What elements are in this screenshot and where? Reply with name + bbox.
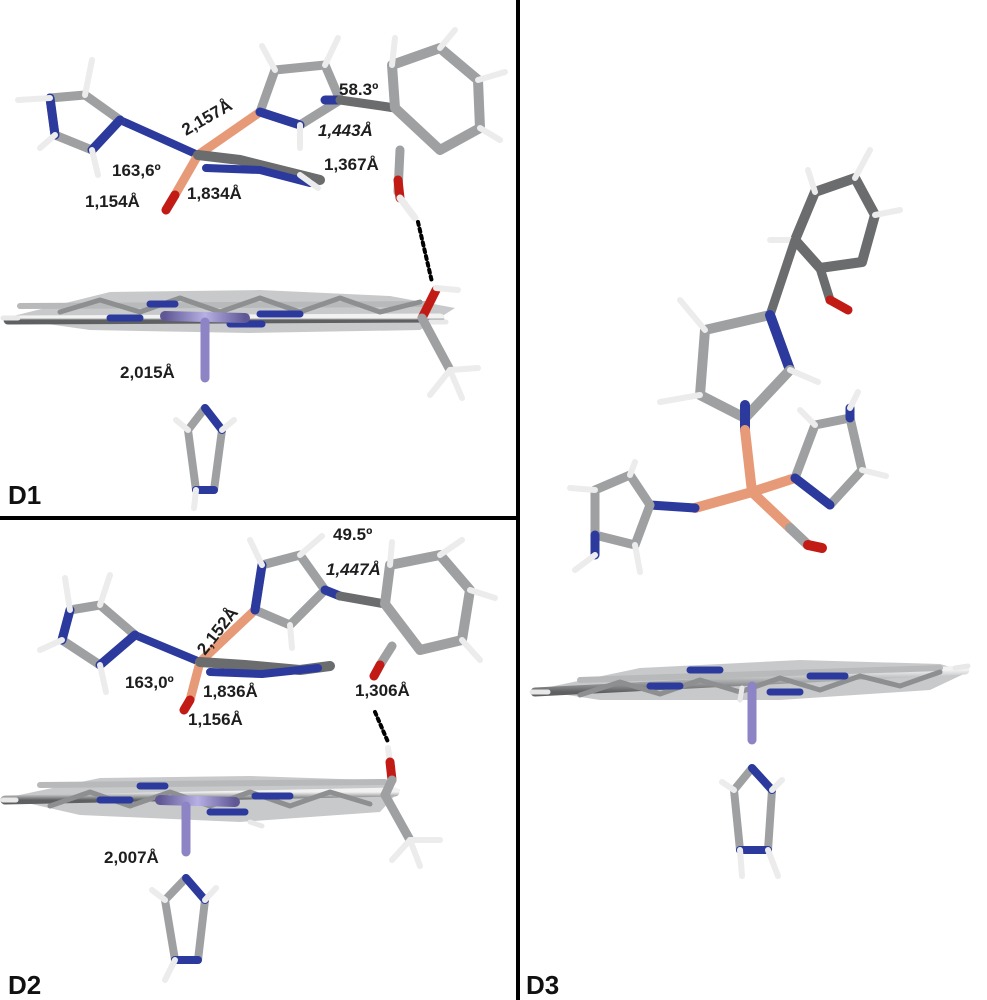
- label-fe-n-distance-d2: 2,007Å: [104, 848, 159, 867]
- hydroxyethyl-d2: [380, 745, 443, 869]
- porphyrin-plane-d3: [529, 660, 971, 703]
- porphyrin-plane-d1: [0, 290, 455, 333]
- label-cu-c-o-angle-d1: 163,6º: [112, 161, 161, 180]
- label-cu-c-o-angle-d2: 163,0º: [125, 673, 174, 692]
- label-dihedral-angle-d1: 58.3º: [339, 80, 378, 99]
- copper-complex-d2: [37, 533, 498, 744]
- label-n-c-distance-d2: 1,447Å: [326, 560, 381, 579]
- panel-d1: 2,157Å 58.3º 1,443Å 1,367Å 163,6º 1,154Å…: [0, 27, 508, 511]
- label-c-o-bond-d2: 1,156Å: [188, 710, 243, 729]
- panel-d3: D3: [526, 147, 971, 1000]
- label-fe-n-distance-d1: 2,015Å: [120, 363, 175, 382]
- panel-label-d1: D1: [8, 480, 41, 510]
- phenol-ring-d3: [765, 147, 903, 320]
- axial-imidazole-d3: [719, 681, 785, 879]
- right-imidazole-d3: [790, 389, 889, 510]
- copper-center-d3: [690, 425, 827, 553]
- axial-imidazole-d1: [173, 317, 237, 511]
- upper-imidazole-d3: [657, 297, 821, 435]
- label-c-o-distance-d1: 1,367Å: [324, 155, 379, 174]
- label-n-c-distance-d1: 1,443Å: [318, 121, 373, 140]
- label-c-o-bond-d1: 1,154Å: [85, 192, 140, 211]
- label-cu-c-bond-d1: 1,834Å: [187, 184, 242, 203]
- panel-d2: 49.5º 1,447Å 2,152Å 163,0º 1,836Å 1,306Å…: [0, 525, 498, 1000]
- label-c-o-distance-d2: 1,306Å: [355, 681, 410, 700]
- label-cu-c-bond-d2: 1,836Å: [203, 682, 258, 701]
- panel-label-d2: D2: [8, 970, 41, 1000]
- panel-dividers: [0, 0, 520, 1000]
- left-imidazole-d3: [567, 459, 700, 575]
- panel-label-d3: D3: [526, 970, 559, 1000]
- label-dihedral-angle-d2: 49.5º: [333, 525, 372, 544]
- hydroxyethyl-d1: [417, 285, 481, 401]
- porphyrin-plane-d2: [0, 776, 400, 829]
- axial-imidazole-d2: [149, 801, 219, 983]
- copper-complex-d1: [15, 27, 508, 284]
